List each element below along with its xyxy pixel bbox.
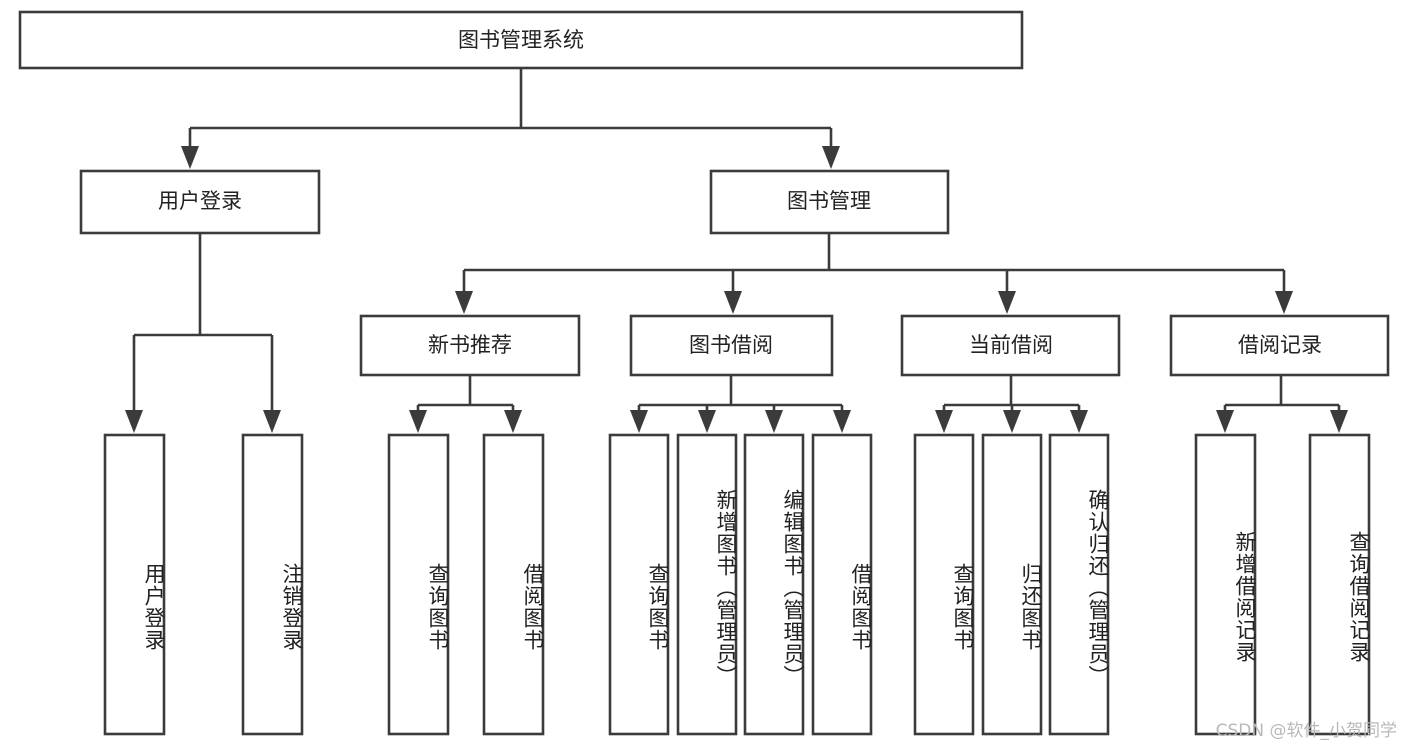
leaf-box-add-book-admin[interactable] (676, 433, 738, 736)
node-label-borrow-record: 借阅记录 (1238, 333, 1322, 357)
arrow-record-leaf-1 (1216, 410, 1234, 433)
node-label-current-borrow: 当前借阅 (969, 333, 1053, 357)
arrow-current-leaf-2 (1003, 410, 1021, 433)
node-layer: 图书管理系统 用户登录 图书管理 新书推荐 图书借阅 当前借阅 借阅记录 (18, 10, 1390, 736)
arrow-new-book-leaf-2 (504, 410, 522, 433)
arrow-user-login-leaf-1 (125, 410, 143, 433)
connector-layer (125, 68, 1348, 433)
node-root-book-management-system[interactable] (18, 10, 1024, 70)
node-book-management[interactable] (709, 169, 950, 235)
leaf-box-confirm-return-admin[interactable] (1048, 433, 1110, 736)
leaf-box-borrow-book-rec[interactable] (482, 433, 545, 736)
node-label-root: 图书管理系统 (458, 28, 584, 52)
arrow-new-book-leaf-1 (409, 410, 427, 433)
leaf-box-query-book-br[interactable] (608, 433, 670, 736)
arrow-to-current-borrow (998, 291, 1016, 314)
watermark-text: CSDN @软件_小贺同学 (1215, 721, 1397, 741)
arrow-to-user-login (181, 146, 199, 169)
leaf-box-query-book-rec[interactable] (387, 433, 450, 736)
leaf-box-user-login[interactable] (103, 433, 166, 736)
node-user-login[interactable] (79, 169, 321, 235)
arrow-current-leaf-3 (1070, 410, 1088, 433)
arrow-current-leaf-1 (935, 410, 953, 433)
leaf-box-borrow-book-br[interactable] (811, 433, 873, 736)
arrow-borrow-leaf-2 (698, 410, 716, 433)
arrow-borrow-leaf-1 (630, 410, 648, 433)
leaf-box-logout[interactable] (241, 433, 304, 736)
node-label-new-book-recommend: 新书推荐 (428, 333, 512, 357)
arrow-to-book-mgmt (822, 146, 840, 169)
leaf-box-query-book-cb[interactable] (913, 433, 975, 736)
node-borrow-record[interactable] (1169, 314, 1390, 377)
arrow-to-new-book (455, 291, 473, 314)
node-current-borrow[interactable] (900, 314, 1121, 377)
leaf-box-add-borrow-record[interactable] (1194, 433, 1257, 736)
leaf-box-return-book[interactable] (981, 433, 1043, 736)
leaf-box-edit-book-admin[interactable] (743, 433, 805, 736)
node-new-book-recommend[interactable] (359, 314, 581, 377)
node-book-borrow[interactable] (629, 314, 834, 377)
node-label-book-management: 图书管理 (787, 189, 871, 213)
node-label-book-borrow: 图书借阅 (689, 333, 773, 357)
node-label-user-login: 用户登录 (158, 189, 242, 213)
leaf-box-query-borrow-record[interactable] (1308, 433, 1371, 736)
arrow-borrow-leaf-4 (833, 410, 851, 433)
arrow-to-borrow (724, 291, 742, 314)
arrow-record-leaf-2 (1330, 410, 1348, 433)
arrow-borrow-leaf-3 (765, 410, 783, 433)
arrow-to-borrow-record (1275, 291, 1293, 314)
arrow-user-login-leaf-2 (263, 410, 281, 433)
